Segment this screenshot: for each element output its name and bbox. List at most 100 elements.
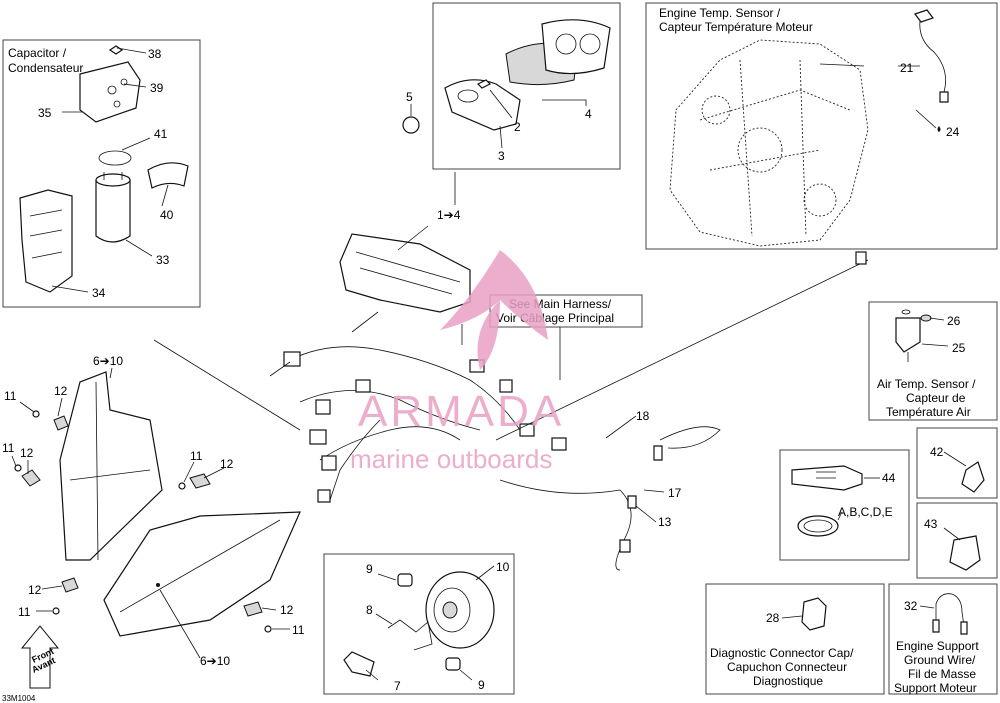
callout-43: 43 xyxy=(924,517,938,531)
headlight-assembly: 6➔10 12 11 11 12 11 12 12 11 12 11 6➔10 … xyxy=(2,354,305,703)
headlight-lens xyxy=(103,511,301,637)
callout-9-a: 9 xyxy=(366,562,373,576)
engine-box xyxy=(645,2,998,250)
clip42-panel: 42 xyxy=(916,427,998,499)
clip43-panel: 43 xyxy=(916,502,998,579)
ring-41 xyxy=(98,150,132,166)
callout-35: 35 xyxy=(38,106,52,120)
callout-33: 33 xyxy=(156,253,170,267)
engine-title-2: Capteur Température Moteur xyxy=(659,20,813,34)
watermark-tagline: marine outboards xyxy=(350,444,552,474)
callout-8: 8 xyxy=(366,603,373,617)
front-arrow-icon xyxy=(20,625,60,689)
callout-abcde: A,B,C,D,E xyxy=(838,505,893,519)
capacitor-box xyxy=(2,39,201,308)
callout-10-bulb: 10 xyxy=(496,560,510,574)
callout-12-e: 12 xyxy=(280,603,294,617)
clip-12b xyxy=(21,469,41,487)
capacitor-bracket xyxy=(79,61,141,123)
air-sensor-title-3: Température Air xyxy=(886,405,971,419)
sensor-connector xyxy=(914,9,934,23)
spring-clip-8 xyxy=(387,619,433,651)
callout-3: 3 xyxy=(498,149,505,163)
callout-5: 5 xyxy=(406,90,413,104)
watermark-brand: ARMADA xyxy=(358,387,564,436)
callout-24: 24 xyxy=(946,125,960,139)
callout-38: 38 xyxy=(148,47,162,61)
air-temp-sensor xyxy=(895,317,921,353)
callout-40: 40 xyxy=(160,208,174,222)
callout-11-a: 11 xyxy=(4,389,17,403)
headlight-cover xyxy=(425,571,495,649)
callout-11-b: 11 xyxy=(2,441,15,455)
headlight-housing-left xyxy=(59,371,163,561)
bulb-panel: 9 10 8 7 9 xyxy=(323,553,515,695)
ground-title-2: Ground Wire/ xyxy=(904,653,976,667)
harness-note-2: Voir Câblage Principal xyxy=(496,311,614,325)
callout-17: 17 xyxy=(668,486,682,500)
clip43-box xyxy=(916,502,998,579)
air-sensor-panel: 26 25 Air Temp. Sensor / Capteur de Temp… xyxy=(868,301,998,421)
connector-18 xyxy=(551,437,567,451)
clip-12e xyxy=(243,601,263,617)
callout-6-10-bottom: 6➔10 xyxy=(200,654,230,668)
ground-title-3: Fil de Masse xyxy=(908,667,976,681)
cable-tie-icon xyxy=(797,515,839,537)
diag-box xyxy=(705,583,885,695)
watermark: ARMADA marine outboards xyxy=(350,250,564,474)
callout-42: 42 xyxy=(930,445,944,459)
callout-13: 13 xyxy=(658,515,672,529)
gauge-panel: 5 2 3 4 xyxy=(402,2,621,170)
engine-temp-sensor xyxy=(939,91,949,103)
diag-title-1: Diagnostic Connector Cap/ xyxy=(710,646,854,660)
gauge-box xyxy=(432,2,621,170)
air-sensor-title-2: Capteur de xyxy=(906,391,966,405)
callout-18: 18 xyxy=(636,409,650,423)
instrument-cluster xyxy=(339,233,471,313)
callout-44: 44 xyxy=(882,471,896,485)
capacitor-title-1: Capacitor / xyxy=(8,46,67,60)
kit-box xyxy=(779,449,910,561)
harness-assembly: 1➔4 See Main Harness/ Voir Câblage Princ… xyxy=(153,172,869,571)
callout-6-10-top: 6➔10 xyxy=(93,354,123,368)
callout-41: 41 xyxy=(154,127,168,141)
callout-39: 39 xyxy=(150,81,164,95)
callout-2: 2 xyxy=(514,120,521,134)
callout-12-c: 12 xyxy=(220,457,234,471)
callout-12-b: 12 xyxy=(20,446,34,460)
air-sensor-title-1: Air Temp. Sensor / xyxy=(877,377,976,391)
clip-12d xyxy=(61,577,79,593)
callout-7: 7 xyxy=(394,679,401,693)
lanyard-13 xyxy=(619,539,631,553)
figure-code: 33M1004 xyxy=(2,694,36,703)
callout-21: 21 xyxy=(900,61,914,75)
callout-9-b: 9 xyxy=(478,678,485,692)
ground-panel: 32 Engine Support Ground Wire/ Fil de Ma… xyxy=(888,583,998,695)
diag-connector-cap xyxy=(801,597,827,631)
clip42-box xyxy=(916,427,998,499)
bulb-box xyxy=(323,553,515,695)
diag-title-2: Capuchon Connecteur xyxy=(727,660,847,674)
gauge-5 xyxy=(402,116,420,134)
ground-box xyxy=(888,583,998,695)
capacitor-holder xyxy=(19,189,73,293)
callout-12-a: 12 xyxy=(54,384,68,398)
clip-43 xyxy=(949,535,981,571)
air-sensor-box xyxy=(868,301,998,421)
callout-1-4: 1➔4 xyxy=(437,208,461,222)
bulb-9-bottom xyxy=(445,657,461,671)
callout-26: 26 xyxy=(947,314,961,328)
diag-title-3: Diagnostique xyxy=(753,674,823,688)
lanyard-switch xyxy=(653,445,663,461)
callout-34: 34 xyxy=(92,286,106,300)
screw-38 xyxy=(108,45,124,55)
screw-2 xyxy=(476,79,492,89)
callout-4: 4 xyxy=(585,107,592,121)
capacitor-cylinder xyxy=(95,179,131,243)
callout-32: 32 xyxy=(904,599,918,613)
ground-title-1: Engine Support xyxy=(896,639,979,653)
callout-25: 25 xyxy=(952,341,966,355)
air-sensor-connector xyxy=(855,251,867,265)
